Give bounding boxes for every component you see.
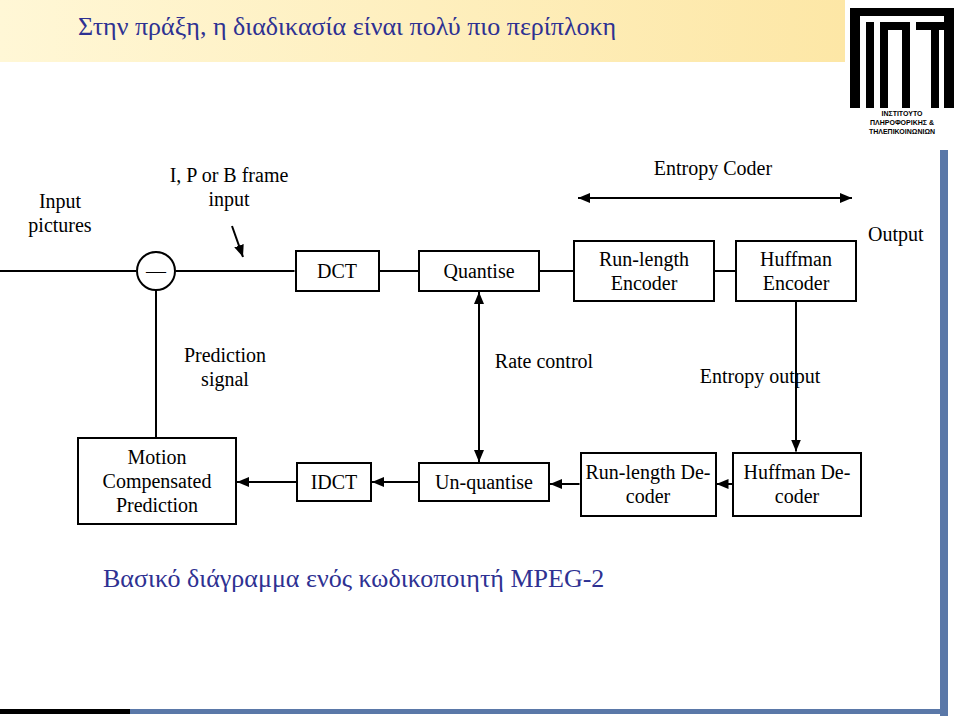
- connector: [550, 483, 580, 485]
- input-wire: [0, 270, 136, 272]
- annotation-label: Output: [868, 222, 938, 246]
- connector: [478, 292, 480, 462]
- box-label: Quantise: [443, 259, 514, 283]
- box-label: Run-length De-coder: [582, 460, 715, 508]
- frame-bar: [0, 709, 130, 714]
- span-arrow: [578, 197, 852, 199]
- process-box: Huffman Encoder: [735, 240, 857, 302]
- box-label: Motion Compensated Prediction: [79, 445, 235, 517]
- summing-circle: —: [136, 251, 176, 291]
- box-label: DCT: [317, 259, 357, 283]
- box-label: —: [146, 259, 166, 283]
- connector: [372, 481, 418, 483]
- connector: [380, 270, 419, 272]
- annotation-label: I, P or B frame input: [163, 163, 295, 211]
- frame-bar: [940, 150, 948, 716]
- institute-logo: [850, 8, 954, 108]
- frame-bar: [130, 709, 948, 714]
- process-box: Un-quantise: [418, 462, 550, 502]
- connector: [715, 270, 735, 272]
- connector: [155, 291, 157, 437]
- logo-text: ΙΝΣΤΙΤΟΥΤΟ: [850, 110, 954, 118]
- connector: [717, 483, 733, 485]
- leader-arrow: [232, 226, 243, 257]
- slide-title: Στην πράξη, η διαδικασία είναι πολύ πιο …: [78, 12, 616, 42]
- connector: [540, 270, 573, 272]
- process-box: DCT: [295, 250, 380, 292]
- process-box: Quantise: [418, 250, 540, 292]
- box-label: Huffman Encoder: [737, 247, 855, 295]
- process-box: Motion Compensated Prediction: [77, 437, 237, 525]
- logo-text: ΠΛΗΡΟΦΟΡΙΚΗΣ &: [850, 119, 954, 127]
- box-label: Huffman De-coder: [734, 460, 860, 508]
- process-box: Run-length Encoder: [573, 240, 715, 302]
- annotation-label: Input pictures: [8, 189, 112, 237]
- box-label: IDCT: [311, 470, 358, 494]
- annotation-label: Prediction signal: [168, 343, 282, 391]
- process-box: IDCT: [296, 462, 372, 502]
- connector: [176, 270, 295, 272]
- process-box: Run-length De-coder: [580, 452, 717, 517]
- annotation-label: Rate control: [494, 349, 594, 373]
- logo-text: ΤΗΛΕΠΙΚΟΙΝΩΝΙΩΝ: [850, 128, 954, 136]
- diagram-caption: Βασικό διάγραμμα ενός κωδικοποιητή MPEG-…: [103, 564, 604, 594]
- annotation-label: Entropy output: [675, 364, 845, 388]
- box-label: Run-length Encoder: [575, 247, 713, 295]
- annotation-label: Entropy Coder: [628, 156, 798, 180]
- box-label: Un-quantise: [435, 470, 533, 494]
- process-box: Huffman De-coder: [732, 452, 862, 517]
- connector: [237, 481, 296, 483]
